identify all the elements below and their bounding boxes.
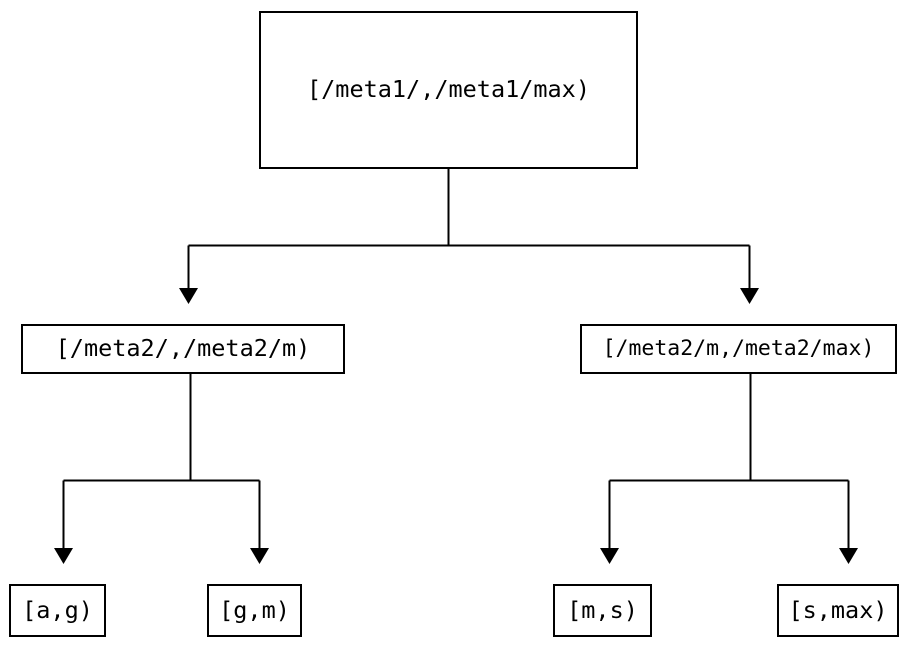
tree-node-root[interactable]: [/meta1/,/meta1/max) xyxy=(259,11,638,169)
tree-node-meta2-high-label: [/meta2/m,/meta2/max) xyxy=(602,336,875,362)
arrowhead-to-meta2-low xyxy=(179,288,198,304)
arrowhead-to-meta2-high xyxy=(740,288,759,304)
arrowhead-to-leaf-ag xyxy=(54,548,73,564)
tree-node-root-label: [/meta1/,/meta1/max) xyxy=(307,75,590,104)
arrowhead-to-leaf-smax xyxy=(839,548,858,564)
tree-node-meta2-low[interactable]: [/meta2/,/meta2/m) xyxy=(21,324,345,374)
tree-node-leaf-gm[interactable]: [g,m) xyxy=(207,584,302,637)
tree-node-leaf-smax[interactable]: [s,max) xyxy=(777,584,899,637)
tree-node-leaf-ag-label: [a,g) xyxy=(22,595,93,624)
tree-node-leaf-ms[interactable]: [m,s) xyxy=(553,584,652,637)
tree-node-meta2-high[interactable]: [/meta2/m,/meta2/max) xyxy=(580,324,897,374)
tree-node-leaf-ag[interactable]: [a,g) xyxy=(9,584,106,637)
arrowhead-to-leaf-ms xyxy=(600,548,619,564)
edge-root-to-level2 xyxy=(179,169,759,304)
tree-node-leaf-ms-label: [m,s) xyxy=(567,595,638,624)
edge-meta2low-to-leaves xyxy=(54,374,269,564)
tree-node-leaf-smax-label: [s,max) xyxy=(788,595,888,624)
arrowhead-to-leaf-gm xyxy=(250,548,269,564)
tree-node-leaf-gm-label: [g,m) xyxy=(219,595,290,624)
edge-meta2high-to-leaves xyxy=(600,374,858,564)
tree-node-meta2-low-label: [/meta2/,/meta2/m) xyxy=(55,334,311,363)
